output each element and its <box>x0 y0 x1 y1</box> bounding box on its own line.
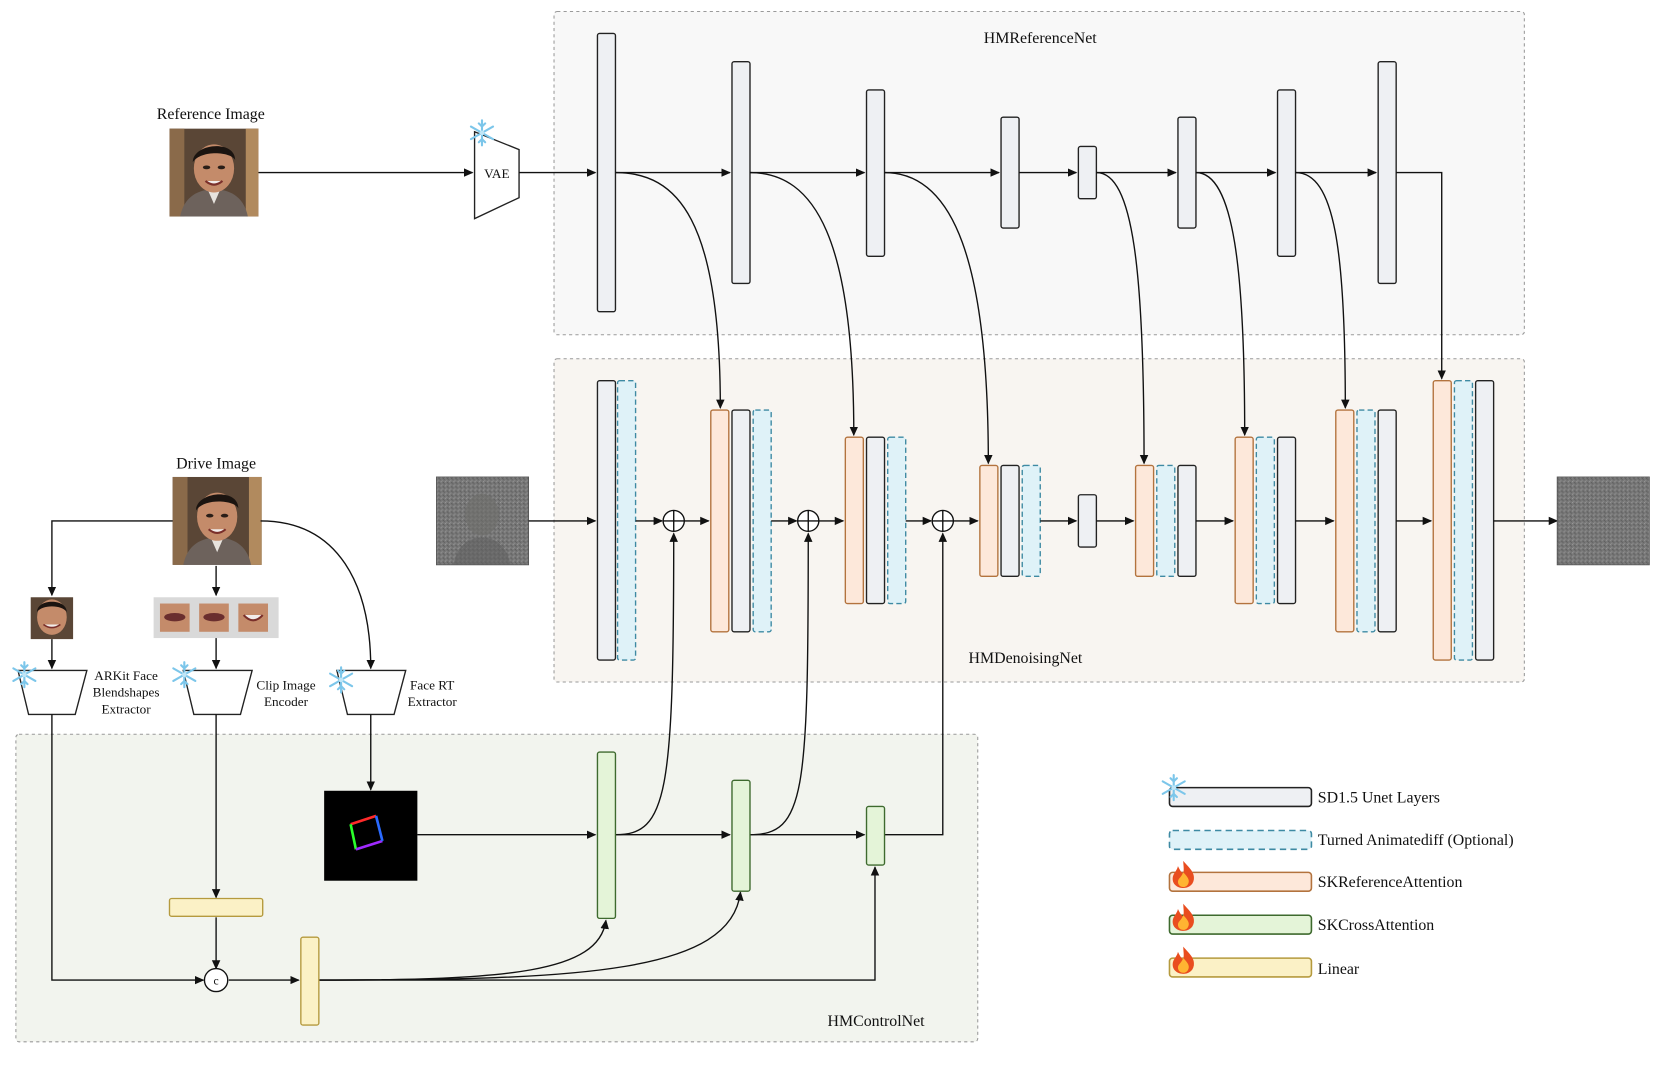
clip-linear-layer <box>168 897 264 917</box>
noise-input-image <box>436 476 530 566</box>
reference-image-label: Reference Image <box>157 106 265 123</box>
ref-layer-7 <box>1276 89 1297 257</box>
cropped-face-image <box>30 597 74 640</box>
clip-image-encoder: Clip Image Encoder <box>182 669 316 716</box>
denoise-animatediff-4 <box>1021 464 1041 578</box>
concat-node: c <box>203 967 229 993</box>
control-net-panel <box>15 733 979 1043</box>
add-node-3 <box>931 509 955 533</box>
vae-label: VAE <box>484 166 509 181</box>
fusion-linear-layer <box>300 936 320 1026</box>
legend-item-animatediff: Turned Animatediff (Optional) <box>1168 829 1514 851</box>
legend-flame-icon <box>1172 903 1194 931</box>
denoise-mid <box>1077 494 1098 548</box>
denoise-animatediff-2 <box>752 409 772 633</box>
control-skcross-2 <box>731 779 751 892</box>
denoise-unet-9 <box>1474 380 1495 661</box>
add-node-1 <box>662 509 686 533</box>
drive-image <box>171 475 263 566</box>
denoise-unet-8 <box>1377 409 1397 633</box>
control-skcross-1 <box>596 751 617 920</box>
denoise-animatediff-9 <box>1453 380 1474 661</box>
denoise-animatediff-7 <box>1255 436 1276 605</box>
face-rt-label-1: Face RT <box>410 677 454 692</box>
denoise-animatediff-3 <box>887 436 907 605</box>
arkit-label-1: ARKit Face <box>94 668 158 683</box>
legend-label-unet: SD1.5 Unet Layers <box>1318 789 1440 806</box>
face-pose-image <box>324 790 418 881</box>
denoise-unet-4 <box>1000 464 1020 578</box>
denoise-skref-3 <box>844 436 865 605</box>
denoise-skref-8 <box>1335 409 1355 633</box>
ref-layer-5 <box>1077 145 1098 200</box>
reference-image <box>168 127 260 218</box>
clip-label-2: Encoder <box>264 694 309 709</box>
legend: SD1.5 Unet Layers Turned Animatediff (Op… <box>1161 774 1514 978</box>
arkit-label-3: Extractor <box>101 701 151 716</box>
add-node-2 <box>796 509 820 533</box>
control-net-title: HMControlNet <box>828 1013 926 1030</box>
face-rt-label-2: Extractor <box>408 694 458 709</box>
legend-item-skref: SKReferenceAttention <box>1168 860 1463 892</box>
denoise-unet-1 <box>596 380 617 661</box>
arkit-label-2: Blendshapes <box>93 685 160 700</box>
drive-image-label: Drive Image <box>176 456 256 473</box>
control-skcross-3 <box>865 805 886 866</box>
arkit-extractor: ARKit Face Blendshapes Extractor <box>17 668 160 716</box>
drive-image-branches <box>47 520 375 670</box>
denoise-unet-6 <box>1177 464 1197 578</box>
legend-label-animatediff: Turned Animatediff (Optional) <box>1318 832 1514 849</box>
denoise-skref-2 <box>710 409 730 633</box>
denoise-animatediff-1 <box>616 380 637 661</box>
legend-item-unet: SD1.5 Unet Layers <box>1161 774 1440 808</box>
ref-layer-2 <box>731 61 751 285</box>
facial-region-crops <box>153 597 279 639</box>
ref-layer-4 <box>1000 116 1020 229</box>
denoise-unet-2 <box>731 409 751 633</box>
legend-flame-icon <box>1172 860 1194 889</box>
denoise-unet-3 <box>865 436 886 605</box>
denoise-animatediff-6 <box>1156 464 1176 578</box>
ref-layer-3 <box>865 89 886 257</box>
legend-item-skcross: SKCrossAttention <box>1168 903 1435 935</box>
denoise-animatediff-8 <box>1356 409 1376 633</box>
reference-net-title: HMReferenceNet <box>984 30 1097 47</box>
reference-net-flow <box>615 168 1446 380</box>
output-noise-image <box>1556 476 1650 566</box>
legend-label-linear: Linear <box>1318 961 1360 978</box>
denoising-net-title: HMDenoisingNet <box>969 650 1083 667</box>
clip-label-1: Clip Image <box>256 677 315 692</box>
control-net-flow <box>51 532 948 985</box>
denoise-skref-9 <box>1432 380 1452 661</box>
denoise-skref-7 <box>1234 436 1254 605</box>
ref-layer-8 <box>1377 61 1397 285</box>
reference-attention-links <box>615 171 1350 465</box>
concat-label: c <box>214 974 219 987</box>
legend-flame-icon <box>1172 946 1194 974</box>
denoise-skref-6 <box>1134 464 1155 578</box>
legend-label-skcross: SKCrossAttention <box>1318 917 1435 934</box>
legend-label-skref: SKReferenceAttention <box>1318 874 1463 891</box>
ref-layer-6 <box>1177 116 1197 229</box>
denoise-unet-7 <box>1276 436 1297 605</box>
ref-layer-1 <box>596 32 617 313</box>
legend-item-linear: Linear <box>1168 946 1360 978</box>
face-rt-extractor: Face RT Extractor <box>335 669 458 716</box>
denoise-skref-4 <box>979 464 999 578</box>
vae-encoder: VAE <box>473 130 520 220</box>
